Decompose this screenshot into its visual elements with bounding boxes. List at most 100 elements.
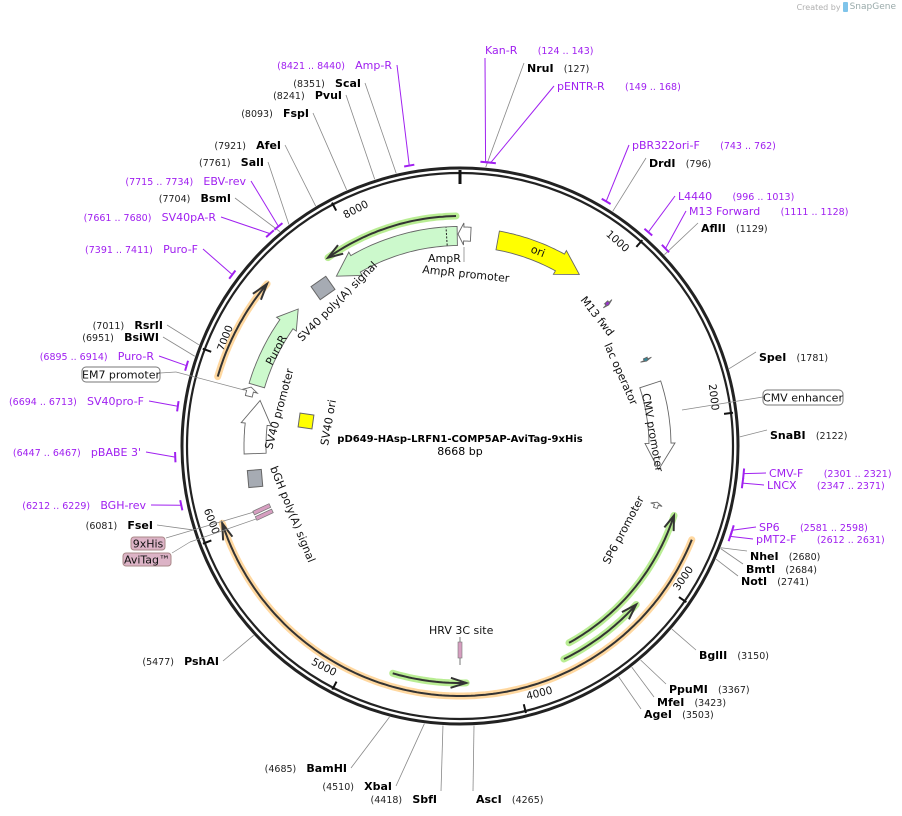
enzyme-label[interactable]: (7761) SalI (199, 151, 264, 170)
primer-label[interactable]: (6212 .. 6229) BGH-rev (22, 494, 146, 513)
primer-site[interactable]: (6212 .. 6229) BGH-rev (22, 494, 184, 513)
puror-arrow[interactable] (248, 308, 299, 389)
enzyme-label[interactable]: MfeI (3423) (657, 691, 726, 710)
avitag-his-glyph[interactable] (252, 503, 274, 521)
primer-site[interactable]: (6895 .. 6914) Puro-R (40, 345, 190, 371)
9xhis-callout[interactable]: 9xHis (130, 511, 255, 551)
enzyme-label[interactable]: (6081) FseI (86, 514, 153, 533)
primer-label[interactable]: pENTR-R (149 .. 168) (557, 75, 681, 94)
enzyme-site-drdi[interactable]: DrdI (796) (612, 152, 712, 212)
sv40-ori-glyph[interactable] (297, 412, 315, 430)
primer-label[interactable]: M13 Forward (1111 .. 1128) (689, 200, 848, 219)
lac-operator-arrow[interactable] (640, 356, 652, 363)
primer-site[interactable]: (6694 .. 6713) SV40pro-F (9, 390, 180, 412)
cmv-promoter-arrow[interactable] (639, 380, 676, 471)
enzyme-label[interactable]: (4510) XbaI (322, 775, 392, 794)
primer-site[interactable]: pENTR-R (149 .. 168) (485, 75, 681, 165)
enzyme-label[interactable]: BmtI (2684) (746, 558, 817, 577)
sv40-promoter-arrow[interactable] (240, 399, 272, 455)
enzyme-site-agei[interactable]: AgeI (3503) (618, 676, 714, 722)
enzyme-site-bglii[interactable]: BglII (3150) (671, 628, 769, 663)
primer-site[interactable]: pBR322ori-F (743 .. 762) (601, 134, 776, 205)
enzyme-site-mfei[interactable]: MfeI (3423) (631, 666, 726, 710)
enzyme-label[interactable]: DrdI (796) (649, 152, 711, 171)
enzyme-label[interactable]: NotI (2741) (741, 570, 809, 589)
enzyme-site-bmti[interactable]: BmtI (2684) (720, 548, 817, 577)
enzyme-site-pvui[interactable]: (8241) PvuI (273, 84, 376, 180)
em7-promoter-callout[interactable]: EM7 promoter (81, 366, 245, 391)
enzyme-site-nrui[interactable]: NruI (127) (485, 57, 590, 168)
enzyme-site-scai[interactable]: (8351) ScaI (293, 72, 397, 174)
enzyme-site-bsiwi[interactable]: (6951) BsiWI (82, 326, 195, 357)
orf-arrow[interactable] (565, 512, 678, 647)
enzyme-site-sali[interactable]: (7761) SalI (199, 151, 290, 225)
enzyme-label[interactable]: PpuMI (3367) (669, 678, 750, 697)
primer-site[interactable]: (7715 .. 7734) EBV-rev (125, 170, 284, 231)
em7-promoter-arrow[interactable] (241, 386, 259, 398)
enzyme-site-pshai[interactable]: (5477) PshAI (142, 634, 254, 669)
enzyme-label[interactable]: NheI (2680) (750, 545, 820, 564)
primer-label[interactable]: (7391 .. 7411) Puro-F (85, 238, 198, 257)
primer-site[interactable]: (7661 .. 7680) SV40pA-R (84, 206, 275, 238)
enzyme-label[interactable]: (4685) BamHI (265, 757, 347, 776)
avitag-callout[interactable]: AviTag™ (122, 518, 257, 567)
primer-label[interactable]: (7715 .. 7734) EBV-rev (125, 170, 246, 189)
hrv-3c-site-glyph[interactable] (457, 637, 463, 665)
primer-site[interactable]: L4440 (996 .. 1013) (643, 185, 794, 237)
enzyme-site-afei[interactable]: (7921) AfeI (214, 134, 317, 207)
enzyme-site-nhei[interactable]: NheI (2680) (720, 545, 820, 564)
orf-arrow[interactable] (389, 669, 470, 689)
primer-site[interactable]: (6447 .. 6467) pBABE 3' (13, 441, 177, 463)
primer-label[interactable]: CMV-F (2301 .. 2321) (769, 462, 892, 481)
enzyme-site-ppumi[interactable]: PpuMI (3367) (640, 659, 750, 697)
enzyme-label[interactable]: (5477) PshAI (142, 650, 219, 669)
enzyme-site-rsrii[interactable]: (7011) RsrII (93, 314, 200, 346)
ampr-arrow[interactable] (335, 226, 458, 277)
enzyme-label[interactable]: BglII (3150) (699, 644, 769, 663)
primer-label[interactable]: pMT2-F (2612 .. 2631) (756, 528, 885, 547)
enzyme-site-asci[interactable]: AscI (4265) (472, 725, 543, 807)
enzyme-site-noti[interactable]: NotI (2741) (715, 558, 809, 589)
orf-arrow[interactable] (560, 601, 640, 663)
enzyme-site-fspi[interactable]: (8093) FspI (241, 102, 348, 191)
enzyme-site-xbai[interactable]: (4510) XbaI (322, 723, 425, 794)
enzyme-label[interactable]: AflII (1129) (701, 217, 768, 236)
primer-label[interactable]: pBR322ori-F (743 .. 762) (632, 134, 776, 153)
primer-site[interactable]: LNCX (2347 .. 2371) (740, 474, 885, 493)
enzyme-site-aflii[interactable]: AflII (1129) (664, 217, 768, 255)
ampr-promoter-arrow[interactable] (457, 222, 472, 246)
sp6-promoter-arrow[interactable] (650, 501, 663, 510)
m13-fwd-arrow[interactable] (602, 299, 613, 309)
orf-arrow[interactable] (324, 212, 460, 262)
enzyme-label[interactable]: (8351) ScaI (293, 72, 361, 91)
primer-label[interactable]: (6447 .. 6467) pBABE 3' (13, 441, 141, 460)
enzyme-label[interactable]: SpeI (1781) (759, 346, 828, 365)
sv40-polya-signal-glyph[interactable] (310, 275, 336, 301)
orf-arrow[interactable] (214, 280, 271, 381)
orf-arrow[interactable] (218, 519, 696, 700)
primer-site[interactable]: pMT2-F (2612 .. 2631) (727, 528, 885, 547)
primer-label[interactable]: (8421 .. 8440) Amp-R (277, 54, 392, 73)
primer-label[interactable]: LNCX (2347 .. 2371) (767, 474, 885, 493)
enzyme-label[interactable]: (4418) SbfI (371, 788, 437, 807)
cmv-enhancer-callout[interactable]: CMV enhancer (681, 389, 844, 411)
enzyme-site-spei[interactable]: SpeI (1781) (728, 346, 828, 370)
primer-site[interactable]: M13 Forward (1111 .. 1128) (661, 200, 849, 253)
enzyme-site-fsei[interactable]: (6081) FseI (86, 514, 193, 533)
enzyme-label[interactable]: (6951) BsiWI (82, 326, 159, 345)
enzyme-site-bamhi[interactable]: (4685) BamHI (265, 716, 390, 776)
primer-label[interactable]: SP6 (2581 .. 2598) (759, 516, 868, 535)
primer-site[interactable]: Kan-R (124 .. 143) (480, 39, 593, 164)
enzyme-label[interactable]: (7704) BsmI (159, 187, 231, 206)
enzyme-label[interactable]: AscI (4265) (476, 788, 543, 807)
primer-label[interactable]: (6694 .. 6713) SV40pro-F (9, 390, 144, 409)
enzyme-site-bsmi[interactable]: (7704) BsmI (159, 187, 281, 232)
enzyme-label[interactable]: NruI (127) (527, 57, 589, 76)
enzyme-label[interactable]: (8093) FspI (241, 102, 309, 121)
enzyme-label[interactable]: (7011) RsrII (93, 314, 163, 333)
enzyme-site-snabi[interactable]: SnaBI (2122) (739, 424, 848, 443)
enzyme-site-sbfi[interactable]: (4418) SbfI (371, 725, 444, 807)
ori-arrow[interactable] (495, 230, 581, 275)
enzyme-label[interactable]: SnaBI (2122) (770, 424, 847, 443)
enzyme-label[interactable]: (8241) PvuI (273, 84, 342, 103)
